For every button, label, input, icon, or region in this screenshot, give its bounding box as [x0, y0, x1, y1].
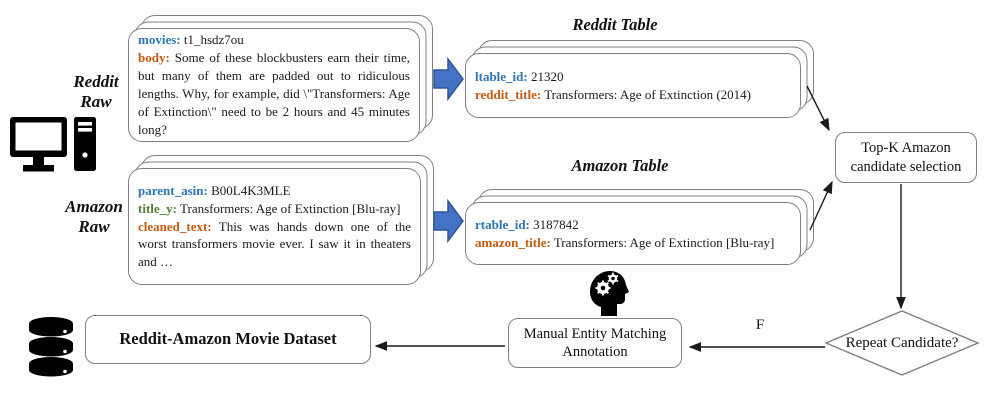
reddit-table-card-stack: ltable_id: 21320 reddit_title: Transform…	[465, 40, 814, 118]
amazon-raw-card-stack: parent_asin: B00L4K3MLE title_y: Transfo…	[128, 155, 434, 285]
amazon-table-card: rtable_id: 3187842 amazon_title: Transfo…	[465, 202, 801, 265]
reddit-table-title: Reddit Table	[572, 15, 658, 34]
amazon-raw-label: Amazon Raw	[65, 197, 123, 237]
reddit-table-card: ltable_id: 21320 reddit_title: Transform…	[465, 53, 801, 118]
field-row: body: Some of these blockbusters earn th…	[138, 49, 410, 139]
field-row: title_y: Transformers: Age of Extinction…	[138, 200, 411, 218]
field-row: ltable_id: 21320	[475, 68, 791, 86]
field-value: t1_hsdz7ou	[183, 32, 244, 48]
field-key: body:	[138, 50, 170, 66]
amazon-table-title: Amazon Table	[571, 156, 669, 175]
field-key: rtable_id:	[475, 216, 530, 232]
field-value: Some of these blockbusters earn their ti…	[138, 50, 410, 137]
manual-annotation-node: Manual Entity Matching Annotation	[508, 318, 682, 368]
field-value: B00L4K3MLE	[211, 182, 291, 198]
reddit-raw-card: movies: t1_hsdz7ou body: Some of these b…	[128, 28, 420, 142]
computer-icon	[10, 117, 96, 178]
block-arrow-right-icon	[433, 198, 464, 248]
edge-label-false: F	[755, 317, 765, 333]
field-key: movies:	[138, 32, 181, 48]
field-value: Transformers: Age of Extinction [Blu-ray…	[180, 200, 401, 216]
brain-gears-icon	[589, 269, 629, 321]
field-value: 3187842	[533, 216, 579, 232]
field-key: ltable_id:	[475, 68, 528, 84]
field-value: This was hands down one of the worst tra…	[138, 218, 412, 270]
field-key: title_y:	[138, 200, 177, 216]
field-value: Transformers: Age of Extinction (2014)	[544, 86, 751, 102]
amazon-raw-card: parent_asin: B00L4K3MLE title_y: Transfo…	[128, 168, 421, 285]
amazon-table-card-stack: rtable_id: 3187842 amazon_title: Transfo…	[465, 189, 814, 265]
field-key: parent_asin:	[138, 182, 208, 198]
database-icon	[28, 317, 74, 382]
reddit-raw-label: Reddit Raw	[73, 72, 119, 112]
field-row: amazon_title: Transformers: Age of Extin…	[475, 234, 791, 252]
topk-selection-node: Top-K Amazon candidate selection	[835, 132, 977, 183]
dataset-node: Reddit-Amazon Movie Dataset	[85, 315, 371, 364]
repeat-candidate-decision-label: Repeat Candidate?	[845, 335, 959, 351]
field-value: Transformers: Age of Extinction [Blu-ray…	[553, 234, 775, 250]
field-row: rtable_id: 3187842	[475, 216, 791, 234]
field-row: cleaned_text: This was hands down one of…	[138, 218, 411, 272]
field-row: movies: t1_hsdz7ou	[138, 31, 410, 49]
block-arrow-right-icon	[433, 56, 464, 106]
field-value: 21320	[530, 68, 564, 84]
field-row: parent_asin: B00L4K3MLE	[138, 182, 411, 200]
reddit-raw-card-stack: movies: t1_hsdz7ou body: Some of these b…	[128, 15, 433, 142]
field-key: amazon_title:	[475, 234, 551, 250]
field-key: reddit_title:	[475, 86, 542, 102]
field-row: reddit_title: Transformers: Age of Extin…	[475, 86, 791, 104]
field-key: cleaned_text:	[138, 218, 212, 234]
